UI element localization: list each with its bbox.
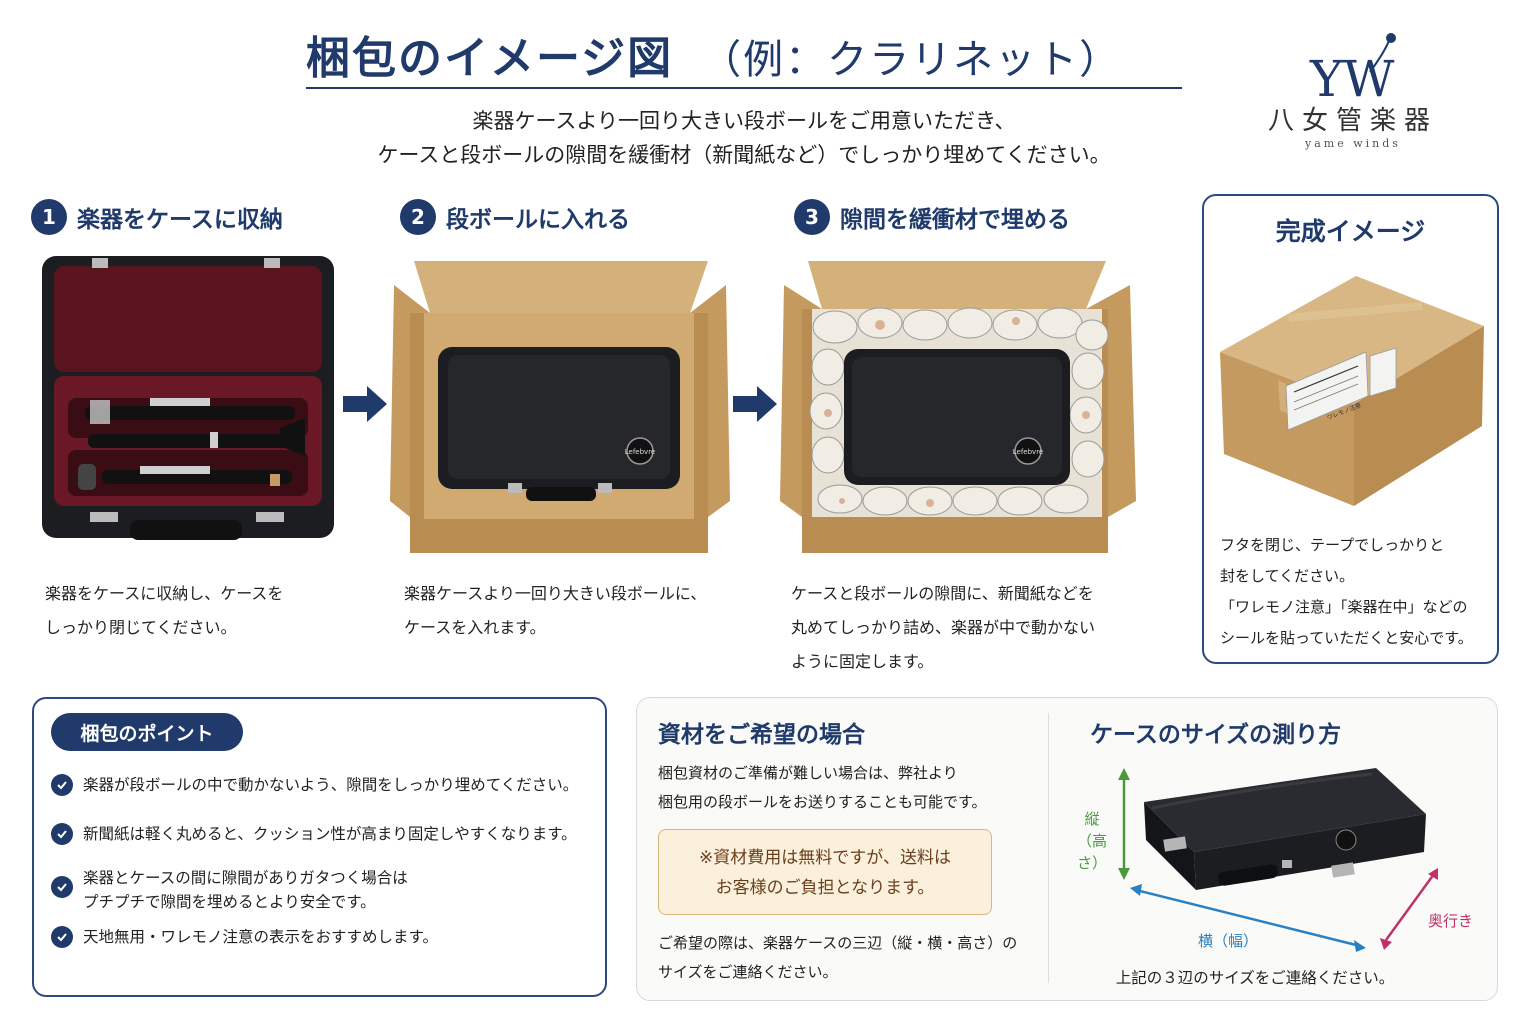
step-2-text-line-1: 楽器ケースより一回り大きい段ボールに、 (404, 584, 707, 603)
card-divider (1048, 713, 1049, 983)
finished-title: 完成イメージ (1275, 217, 1426, 246)
step-1-text: 楽器をケースに収納し、ケースを しっかり閉じてください。 (45, 577, 345, 645)
step-3-number: 3 (794, 199, 830, 235)
lead-text: 楽器ケースより一回り大きい段ボールをご用意いただき、 ケースと段ボールの隙間を緩… (306, 104, 1182, 172)
materials-title: 資材をご希望の場合 (658, 722, 865, 748)
step-3-title: 隙間を緩衝材で埋める (840, 207, 1070, 233)
packing-point-item: 楽器が段ボールの中で動かないよう、隙間をしっかり埋めてください。 (51, 773, 601, 797)
lead-line-1: 楽器ケースより一回り大きい段ボールをご用意いただき、 (472, 109, 1016, 133)
page-title-main: 梱包のイメージ図 (306, 33, 674, 84)
measure-title: ケースのサイズの測り方 (1090, 722, 1342, 748)
packing-point-line-1: 楽器とケースの間に隙間がありガタつく場合は (83, 869, 408, 887)
width-label: 横（幅） (1198, 932, 1259, 950)
packing-point-line-2: プチプチで隙間を埋めるとより安全です。 (83, 893, 376, 911)
materials-text-line-1: 梱包資材のご準備が難しい場合は、弊社より (658, 764, 958, 782)
packing-point-text: 天地無用・ワレモノ注意の表示をおすすめします。 (83, 928, 438, 946)
logo-monogram: YW (1309, 50, 1395, 108)
finished-text-line-2: 封をしてください。 (1220, 567, 1355, 585)
logo-name: 八女管楽器 (1267, 106, 1438, 136)
case-brand-badge-3: Lefebvre (1013, 448, 1043, 456)
case-with-cushioning-photo: Lefebvre (780, 261, 1136, 553)
finished-text-line-4: シールを貼っていただくと安心です。 (1220, 629, 1473, 647)
step-2-header: 2 段ボールに入れる (400, 197, 630, 237)
materials-bottom-line-2: サイズをご連絡ください。 (658, 963, 838, 981)
measure-footer: 上記の３辺のサイズをご連絡ください。 (1115, 969, 1395, 987)
sealed-box-photo: ワレモノ注意 (1220, 276, 1484, 506)
shipping-note-line-1: ※資材費用は無料ですが、送料は (699, 848, 951, 868)
step-3-text-line-3: ように固定します。 (791, 652, 934, 671)
height-label: 縦 （高さ） (1068, 808, 1116, 874)
height-label-line-1: 縦 (1084, 810, 1100, 828)
step-2-text: 楽器ケースより一回り大きい段ボールに、 ケースを入れます。 (404, 577, 744, 645)
step-1-header: 1 楽器をケースに収納 (31, 197, 283, 237)
materials-text-line-2: 梱包用の段ボールをお送りすることも可能です。 (658, 793, 987, 811)
case-brand-badge-2: Lefebvre (625, 448, 655, 456)
arrow-right-icon (733, 386, 777, 422)
materials-bottom-text: ご希望の際は、楽器ケースの三辺（縦・横・高さ）の サイズをご連絡ください。 (658, 929, 1043, 987)
shipping-note-line-2: お客様のご負担となります。 (715, 878, 935, 898)
open-clarinet-case-photo (30, 248, 342, 562)
shipping-note-box (658, 829, 992, 915)
step-1-title: 楽器をケースに収納 (77, 207, 283, 233)
finished-text-line-3: 「ワレモノ注意」「楽器在中」などの (1220, 598, 1468, 616)
checkmark-icon (51, 926, 73, 948)
arrow-right-icon (343, 386, 387, 422)
title-underline (306, 87, 1182, 89)
packing-point-item: 新聞紙は軽く丸めると、クッション性が高まり固定しやすくなります。 (51, 822, 601, 846)
logo-mark: YW (1309, 33, 1396, 108)
packing-point-item: 楽器とケースの間に隙間がありガタつく場合は プチプチで隙間を埋めるとより安全です… (51, 866, 601, 914)
finished-text-line-1: フタを閉じ、テープでしっかりと (1220, 536, 1445, 554)
step-2-text-line-2: ケースを入れます。 (404, 618, 546, 637)
step-3-text-line-2: 丸めてしっかり詰め、楽器が中で動かない (791, 618, 1096, 637)
materials-text: 梱包資材のご準備が難しい場合は、弊社より 梱包用の段ボールをお送りすることも可能… (658, 759, 1038, 817)
logo-romaji: yame winds (1305, 137, 1401, 150)
checkmark-icon (51, 774, 73, 796)
step-3-text-line-1: ケースと段ボールの隙間に、新聞紙などを (791, 584, 1094, 603)
step-1-text-line-1: 楽器をケースに収納し、ケースを (45, 584, 284, 603)
packing-points-title: 梱包のポイント (51, 713, 243, 751)
packing-point-text: 楽器が段ボールの中で動かないよう、隙間をしっかり埋めてください。 (83, 776, 579, 794)
packing-point-text: 楽器とケースの間に隙間がありガタつく場合は プチプチで隙間を埋めるとより安全です… (83, 866, 408, 914)
page-title: 梱包のイメージ図 （例：クラリネット） (306, 22, 1182, 84)
step-2-number: 2 (400, 199, 436, 235)
finished-text: フタを閉じ、テープでしっかりと 封をしてください。 「ワレモノ注意」「楽器在中」… (1220, 530, 1492, 654)
step-1-number: 1 (31, 199, 67, 235)
page-title-sub: （例：クラリネット） (701, 37, 1122, 83)
step-2-title: 段ボールに入れる (446, 207, 630, 233)
checkmark-icon (51, 823, 73, 845)
case-in-cardboard-box-photo: Lefebvre (390, 261, 730, 553)
packing-point-text: 新聞紙は軽く丸めると、クッション性が高まり固定しやすくなります。 (83, 825, 577, 843)
step-3-header: 3 隙間を緩衝材で埋める (794, 197, 1070, 237)
materials-bottom-line-1: ご希望の際は、楽器ケースの三辺（縦・横・高さ）の (658, 934, 1018, 952)
step-1-text-line-2: しっかり閉じてください。 (45, 618, 237, 637)
height-label-line-2: （高さ） (1076, 832, 1107, 872)
depth-label: 奥行き (1428, 912, 1474, 930)
checkmark-icon (51, 876, 73, 898)
lead-line-2: ケースと段ボールの隙間を緩衝材（新聞紙など）でしっかり埋めてください。 (377, 143, 1111, 167)
case-measurement-diagram (1118, 768, 1438, 952)
packing-point-item: 天地無用・ワレモノ注意の表示をおすすめします。 (51, 925, 601, 949)
step-3-text: ケースと段ボールの隙間に、新聞紙などを 丸めてしっかり詰め、楽器が中で動かない … (791, 577, 1151, 679)
shipping-note-text: ※資材費用は無料ですが、送料は お客様のご負担となります。 (658, 843, 992, 903)
